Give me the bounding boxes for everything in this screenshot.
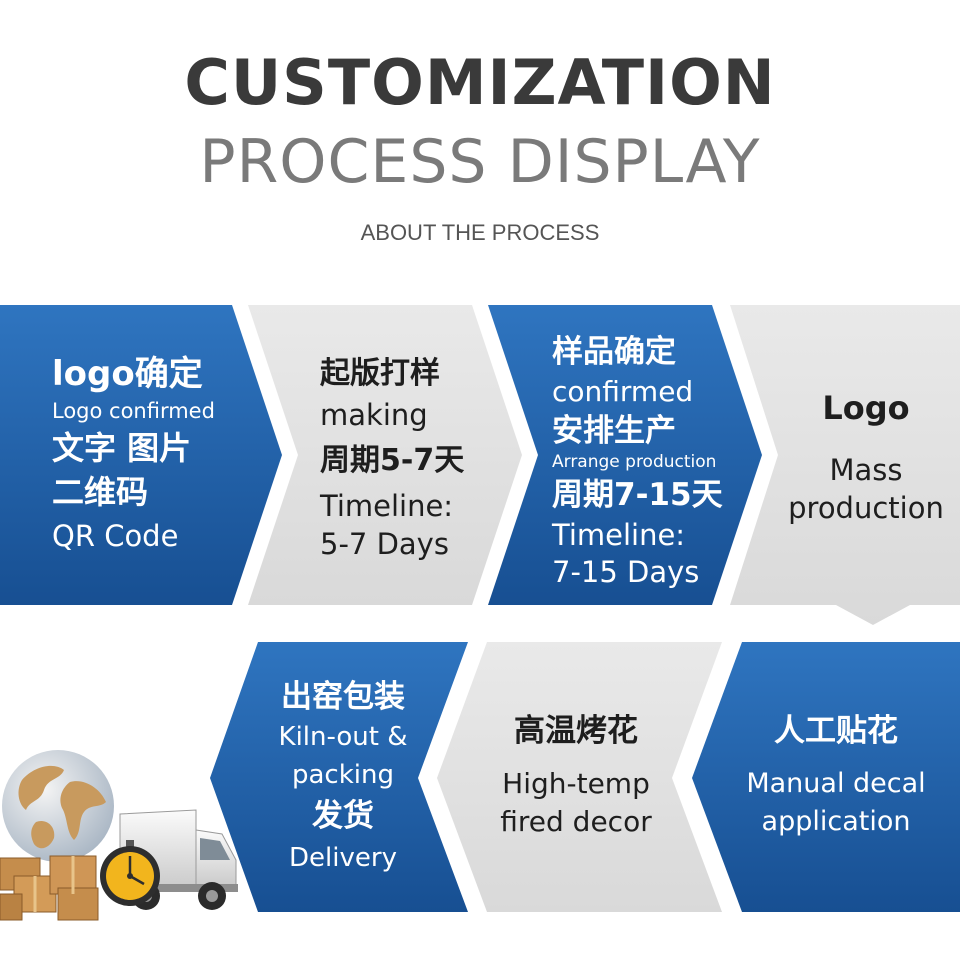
step-1-chevron bbox=[0, 305, 282, 605]
step-3-line-3: 安排生产 bbox=[552, 413, 676, 449]
step-6-text: 高温烤花 High-temp fired decor bbox=[476, 700, 676, 850]
step-4-line-3: production bbox=[788, 491, 944, 525]
subtitle: ABOUT THE PROCESS bbox=[360, 220, 600, 245]
step-3-line-7: 7-15 Days bbox=[552, 555, 700, 589]
step-7-line-1: 出窑包装 bbox=[281, 679, 405, 715]
step-2-text: 起版打样 making 周期5-7天 Timeline: 5-7 Days bbox=[320, 340, 500, 576]
title-line-1: CUSTOMIZATION bbox=[184, 46, 776, 119]
step-7-text: 出窑包装 Kiln-out & packing 发货 Delivery bbox=[250, 664, 436, 890]
step-2-chevron bbox=[248, 305, 522, 605]
step-4-line-2: Mass bbox=[829, 453, 903, 487]
step-7-line-3: packing bbox=[292, 760, 394, 790]
step-6-chevron bbox=[437, 642, 722, 912]
step-3-line-1: 样品确定 bbox=[552, 334, 676, 370]
step-2-line-5: 5-7 Days bbox=[320, 527, 449, 561]
step-4-line-1: Logo bbox=[822, 389, 910, 427]
step-5-chevron bbox=[692, 642, 960, 912]
title-line-2: PROCESS DISPLAY bbox=[199, 127, 761, 197]
globe-icon bbox=[2, 750, 114, 862]
step-3-line-4: Arrange production bbox=[552, 452, 717, 472]
step-7-line-2: Kiln-out & bbox=[278, 722, 408, 752]
step-5-line-1: 人工贴花 bbox=[774, 713, 898, 749]
step-2-line-3: 周期5-7天 bbox=[320, 443, 465, 478]
step-2-line-4: Timeline: bbox=[320, 489, 454, 523]
step-2-line-1: 起版打样 bbox=[320, 356, 440, 391]
step-7-line-4: 发货 bbox=[312, 798, 374, 834]
step-1-line-3: 文字 图片 bbox=[52, 429, 192, 467]
step-3-line-6: Timeline: bbox=[552, 518, 686, 552]
step-7-line-5: Delivery bbox=[289, 843, 397, 873]
step-5-text: 人工贴花 Manual decal application bbox=[726, 700, 946, 850]
delivery-graphic bbox=[0, 750, 238, 921]
step-3-line-2: confirmed bbox=[552, 375, 694, 408]
step-6-line-1: 高温烤花 bbox=[514, 713, 638, 749]
step-1-line-4: 二维码 bbox=[52, 473, 149, 511]
step-6-line-2: High-temp bbox=[502, 767, 650, 800]
step-3-line-5: 周期7-15天 bbox=[552, 477, 723, 513]
step-5-line-2: Manual decal bbox=[746, 768, 926, 799]
step-3-chevron bbox=[488, 305, 762, 605]
step-6-line-3: fired decor bbox=[500, 805, 652, 838]
cardboard-boxes-icon bbox=[0, 855, 99, 921]
step-4-text: Logo Mass production bbox=[772, 376, 960, 536]
step-3-text: 样品确定 confirmed 安排生产 Arrange production 周… bbox=[552, 322, 752, 600]
step-7-chevron bbox=[210, 642, 468, 912]
step-1-line-5: QR Code bbox=[52, 519, 179, 553]
step-1-line-2: Logo confirmed bbox=[52, 399, 215, 423]
step-1-text: logo确定 Logo confirmed 文字 图片 二维码 QR Code bbox=[52, 342, 252, 568]
stopwatch-icon bbox=[100, 840, 160, 906]
step-5-line-3: application bbox=[761, 806, 911, 837]
step-4-chevron bbox=[730, 305, 960, 625]
step-1-line-1: logo确定 bbox=[52, 354, 203, 394]
step-2-line-2: making bbox=[320, 398, 428, 432]
